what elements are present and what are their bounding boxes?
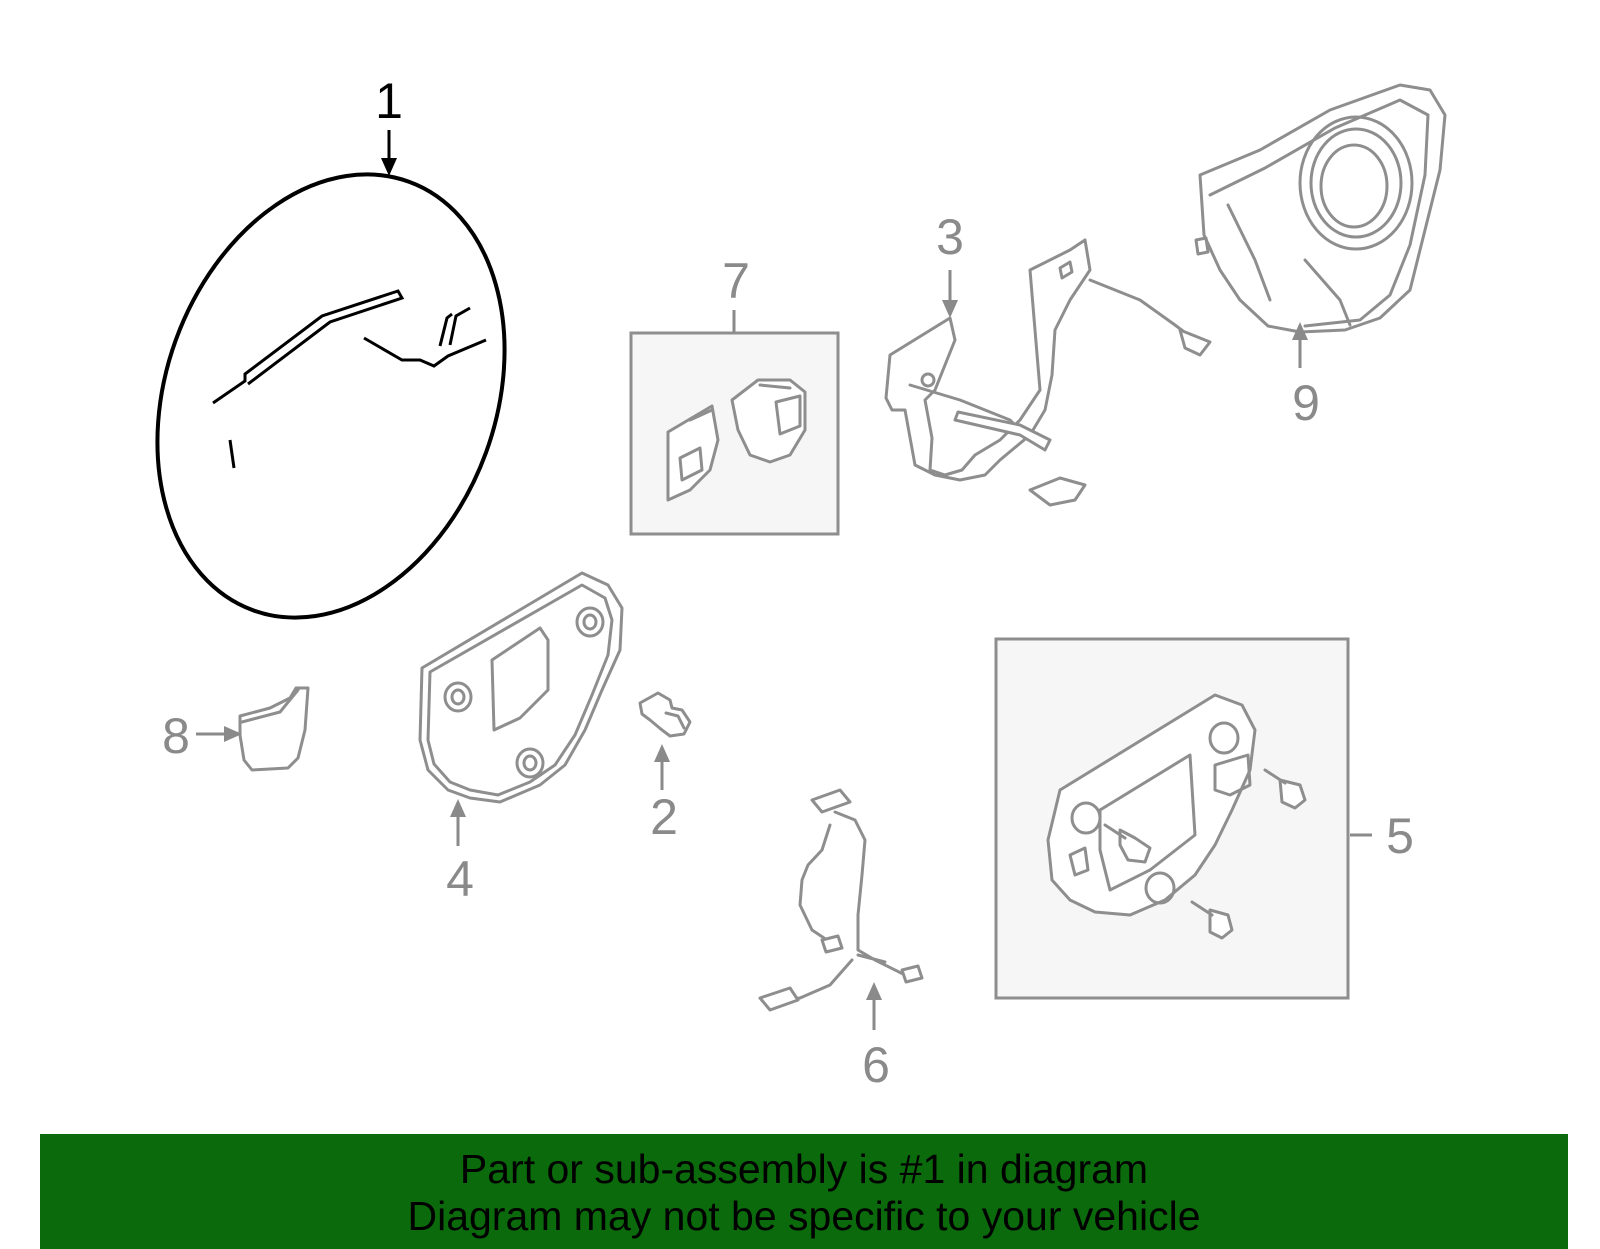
part-4-lower-cover[interactable]: [418, 571, 624, 804]
leader-arrow-3: [942, 270, 958, 318]
part-2-nut[interactable]: [638, 691, 692, 738]
callout-5: 5: [1386, 808, 1414, 864]
callout-9: 9: [1292, 375, 1320, 431]
part-6-wiring-harness[interactable]: [758, 788, 924, 1012]
callout-6: 6: [862, 1037, 890, 1093]
leader-arrow-1: [381, 130, 397, 176]
leader-arrow-2: [654, 744, 670, 790]
leader-arrow-6: [866, 982, 882, 1030]
leader-arrow-9: [1292, 322, 1308, 368]
part-9-airbag-module[interactable]: [1194, 83, 1447, 334]
part-3-switch-bracket[interactable]: [884, 238, 1212, 507]
callout-4: 4: [446, 851, 474, 907]
part-8-trim-cover[interactable]: [238, 686, 310, 772]
callout-8: 8: [162, 708, 190, 764]
callout-1: 1: [375, 73, 403, 129]
callout-7: 7: [722, 253, 750, 309]
info-banner: Part or sub-assembly is #1 in diagram Di…: [40, 1134, 1568, 1249]
banner-line-2: Diagram may not be specific to your vehi…: [407, 1193, 1201, 1239]
part-7-box: [629, 331, 840, 536]
part-5-cover-kit[interactable]: [1046, 693, 1307, 940]
callout-2: 2: [650, 789, 678, 845]
part-7-switch-assembly[interactable]: [666, 378, 807, 502]
part-1-steering-wheel[interactable]: [98, 125, 564, 666]
callout-3: 3: [936, 209, 964, 265]
leader-arrow-8: [196, 726, 242, 742]
leader-arrow-4: [450, 799, 466, 846]
banner-line-1: Part or sub-assembly is #1 in diagram: [459, 1146, 1149, 1192]
